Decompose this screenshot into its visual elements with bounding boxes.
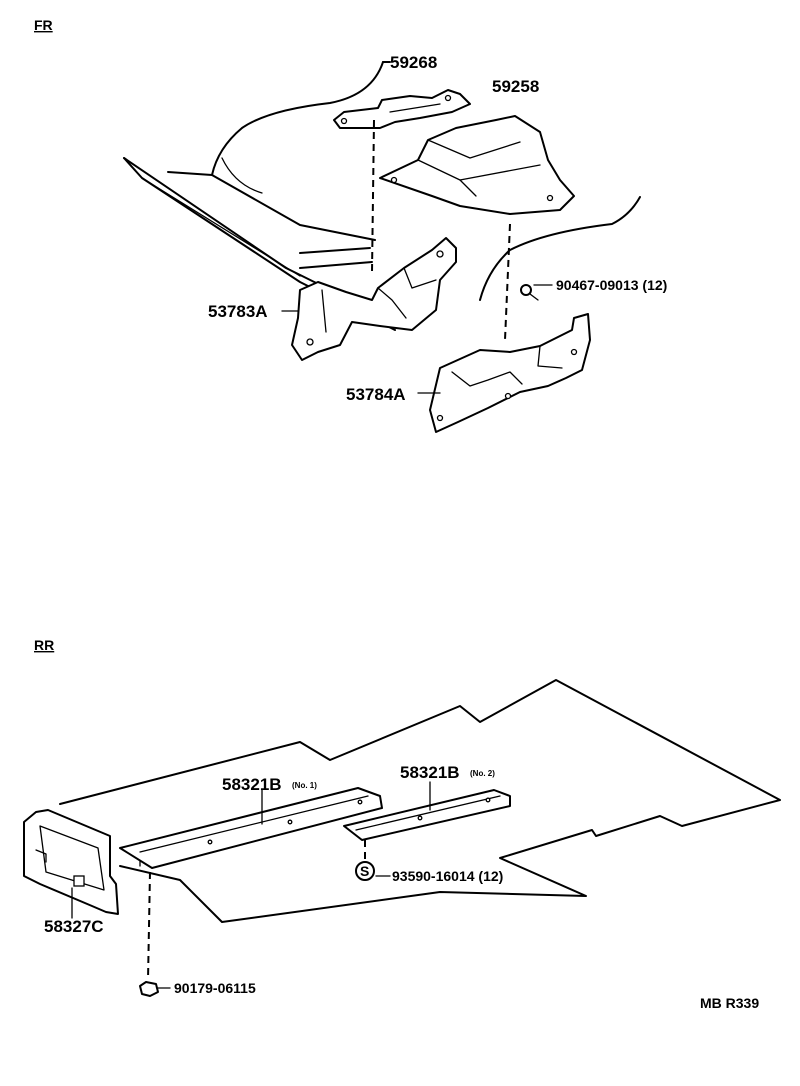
rear-floor-outline [59,679,781,923]
label-58321B-no1-note: (No. 1) [292,781,317,790]
part-58321B-no2-strip [343,789,511,841]
label-53784A: 53784A [346,385,406,404]
part-53783A-bracket [291,237,457,361]
drawing-code: MB R339 [700,995,759,1011]
leader-59258 [504,223,511,341]
bolt-90467 [520,284,539,301]
label-90179-06115: 90179-06115 [174,980,256,996]
label-58327C: 58327C [44,917,104,936]
leader-59268 [371,119,375,273]
part-58321B-no1-strip [119,787,383,869]
nut-90179 [139,981,159,997]
leader-90179-dashed [147,871,151,981]
section-label-rear: RR [34,637,54,653]
label-58321B-no2-note: (No. 2) [470,769,495,778]
label-53783A: 53783A [208,302,268,321]
part-58327C-panel [23,809,119,915]
label-93590-16014: 93590-16014 (12) [392,868,503,884]
section-label-front: FR [34,17,53,33]
part-59268-bracket [333,89,471,129]
part-53784A-bracket [429,313,591,433]
label-59258: 59258 [492,77,539,96]
label-58321B-no1: 58321B [222,775,282,794]
part-59258-cover [379,115,575,215]
washer-93590: S [355,861,375,881]
label-59268: 59268 [390,53,437,72]
washer-s-mark: S [360,863,369,879]
label-90467-09013: 90467-09013 (12) [556,277,667,293]
label-58321B-no2: 58321B [400,763,460,782]
